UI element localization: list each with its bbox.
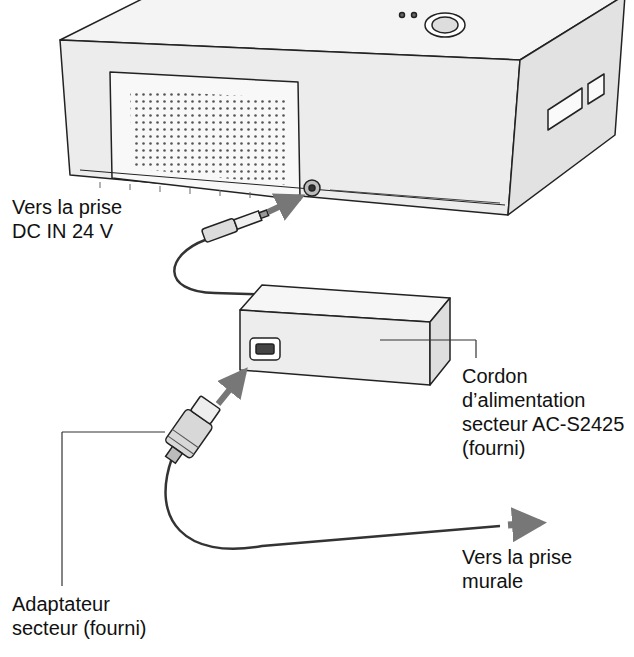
dc-plug: [174, 197, 440, 300]
connector-label: Vers la prise DC IN 24 V: [12, 195, 142, 243]
printer: [60, 0, 625, 215]
part-label: Adaptateur secteur (fourni): [12, 592, 162, 640]
connector-label: Vers la prise murale: [462, 545, 630, 593]
part-label: Cordon d’alimentation secteur AC-S2425 (…: [462, 364, 630, 460]
ac-adapter: [240, 285, 476, 385]
